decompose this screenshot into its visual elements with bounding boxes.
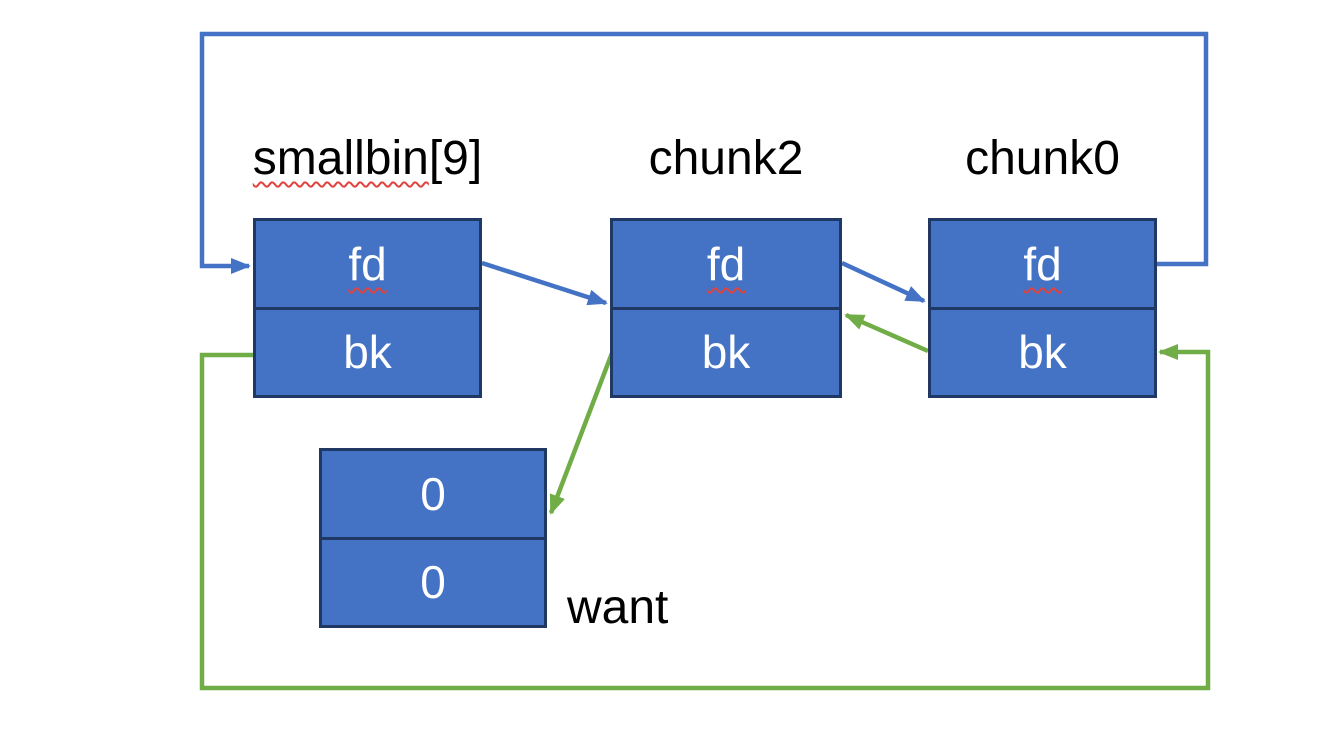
want-fd-value: 0 [420,467,446,520]
chunk2-fd-label: fd [706,237,746,290]
bk-arrow-chunk2-to-want [548,352,615,515]
smallbin-fd-cell: fd [256,221,479,310]
chunk0-fd-label: fd [1023,237,1062,290]
label-chunk2: chunk2 [648,132,804,185]
chunk0-bk-label: bk [1018,326,1067,379]
label-want: want [567,581,669,634]
label-smallbin-index: [9] [428,132,483,185]
bk-arrow-smallbin-to-chunk0 [199,344,1211,691]
want-bk-value: 0 [420,556,446,609]
fd-arrow-chunk0-to-smallbin [199,31,1209,274]
label-smallbin-text: smallbin [252,132,429,185]
node-smallbin: fd bk [253,218,482,398]
chunk2-bk-label: bk [701,326,751,379]
chunk0-fd-cell: fd [931,221,1154,310]
chunk0-bk-cell: bk [931,310,1154,396]
node-chunk0: fd bk [928,218,1157,398]
bk-arrow-chunk0-to-chunk2 [844,312,929,354]
smallbin-fd-label: fd [348,237,387,290]
label-smallbin: smallbin[9] [213,135,522,183]
node-chunk2: fd bk [610,218,842,398]
chunk2-bk-cell: bk [613,310,839,396]
smallbin-bk-cell: bk [256,310,479,396]
want-fd-cell: 0 [322,451,544,540]
want-bk-cell: 0 [322,540,544,626]
fd-arrow-chunk2-to-chunk0 [841,260,926,304]
node-want: 0 0 [319,448,547,628]
fd-arrow-smallbin-to-chunk2 [481,260,608,306]
label-chunk0: chunk0 [965,132,1120,185]
chunk2-fd-cell: fd [613,221,839,310]
smallbin-bk-label: bk [343,326,392,379]
